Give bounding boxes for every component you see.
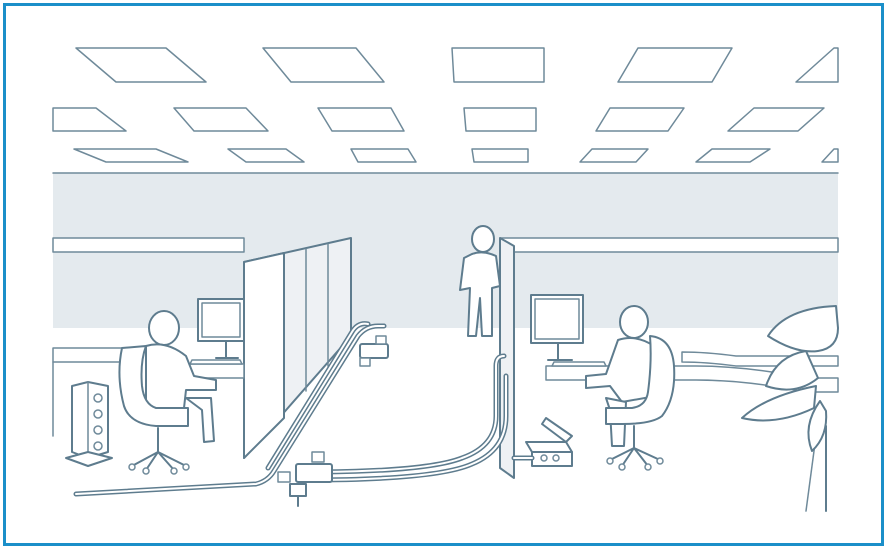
ceiling-light-panel-icon	[696, 149, 770, 162]
ceiling-light-panel-icon	[822, 149, 838, 162]
ceiling-light-panel-icon	[728, 108, 824, 131]
office-scene-illustration	[6, 6, 881, 543]
ceiling-light-panel-icon	[228, 149, 304, 162]
ceiling-light-panel-icon	[351, 149, 416, 162]
ceiling-light-panel-icon	[796, 48, 838, 82]
ceiling-light-panel-icon	[596, 108, 684, 131]
tower-speaker-icon	[66, 382, 112, 466]
ceiling-light-panel-icon	[74, 149, 188, 162]
ceiling-light-panel-icon	[618, 48, 732, 82]
ceiling-light-panel-icon	[452, 48, 544, 82]
ceiling-lights	[53, 48, 838, 162]
monitor-icon	[531, 295, 583, 343]
ceiling-light-panel-icon	[580, 149, 648, 162]
ceiling-light-panel-icon	[174, 108, 268, 131]
ceiling-light-panel-icon	[472, 149, 528, 162]
ceiling-light-panel-icon	[53, 108, 126, 131]
illustration-frame	[3, 3, 884, 546]
keyboard-icon	[552, 362, 606, 366]
monitor-icon	[198, 299, 244, 341]
keyboard-icon	[190, 360, 242, 364]
ceiling-light-panel-icon	[76, 48, 206, 82]
ceiling-light-panel-icon	[464, 108, 536, 131]
ceiling-light-panel-icon	[263, 48, 384, 82]
ceiling-light-panel-icon	[318, 108, 404, 131]
